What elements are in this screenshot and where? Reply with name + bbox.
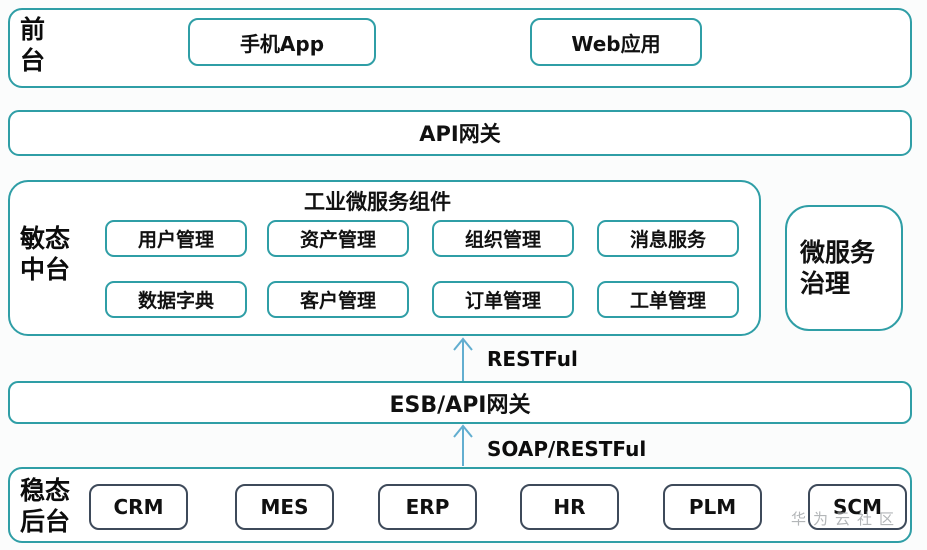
api-gateway-band: API网关 [8,110,912,156]
system-node-plm: PLM [663,484,762,530]
system-node-mes: MES [235,484,334,530]
agile-middle-platform-container: 敏态中台 工业微服务组件 用户管理 资产管理 组织管理 消息服务 数据字典 客户… [8,180,761,336]
system-node-erp: ERP [378,484,477,530]
web-app-node: Web应用 [530,18,702,66]
restful-up-arrow [453,337,473,381]
service-node-org-mgmt: 组织管理 [432,220,574,257]
microservice-governance-box: 微服务治理 [785,205,903,331]
soap-restful-up-arrow [453,424,473,466]
service-node-data-dict: 数据字典 [105,281,247,318]
stable-backend-container: 稳态后台 CRM MES ERP HR PLM SCM [8,467,912,543]
front-stage-label: 前台 [20,15,46,75]
esb-api-gateway-band: ESB/API网关 [8,381,912,424]
service-node-asset-mgmt: 资产管理 [267,220,409,257]
microservice-components-title: 工业微服务组件 [304,190,451,214]
front-stage-container: 前台 手机App Web应用 [8,8,912,88]
service-node-cust-mgmt: 客户管理 [267,281,409,318]
service-node-user-mgmt: 用户管理 [105,220,247,257]
service-node-order-mgmt: 订单管理 [432,281,574,318]
soap-restful-label: SOAP/RESTFul [487,437,647,461]
service-node-msg-service: 消息服务 [597,220,739,257]
service-node-ticket-mgmt: 工单管理 [597,281,739,318]
system-node-scm: SCM [808,484,907,530]
stable-backend-label: 稳态后台 [20,476,71,536]
agile-middle-platform-label: 敏态中台 [20,224,71,284]
microservice-governance-label: 微服务治理 [800,237,876,298]
watermark-text: 华为云社区 [791,510,902,528]
system-node-hr: HR [520,484,619,530]
mobile-app-node: 手机App [188,18,376,66]
restful-label: RESTFul [487,347,578,371]
system-node-crm: CRM [89,484,188,530]
